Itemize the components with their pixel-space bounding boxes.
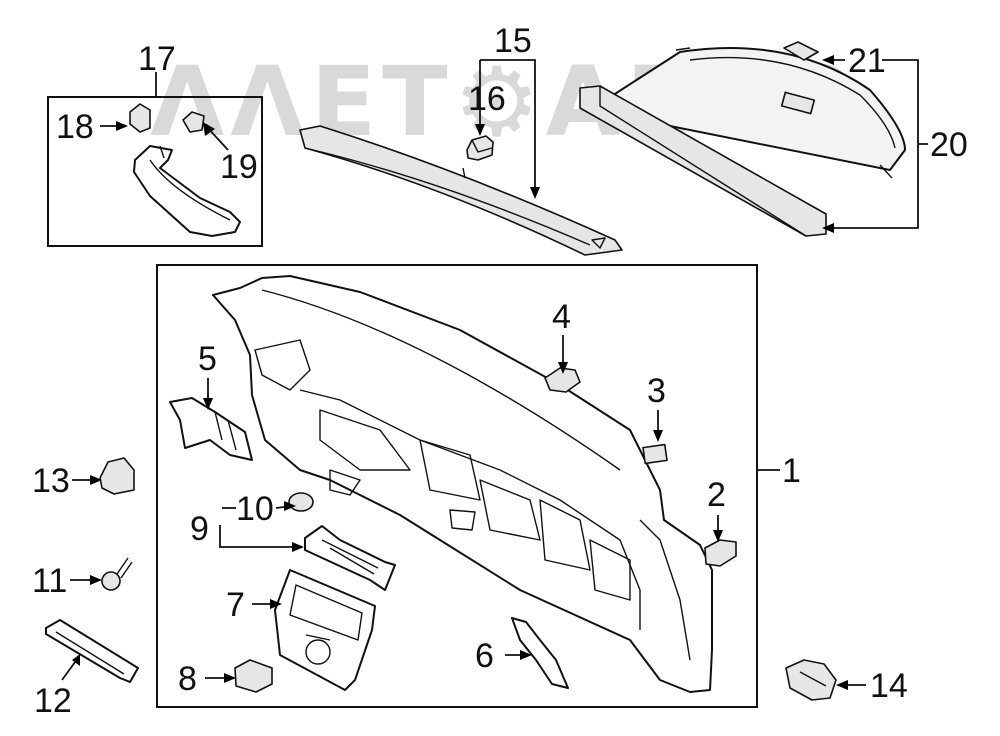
callout-14: 14 — [870, 667, 908, 705]
part-6-cover[interactable] — [511, 617, 569, 689]
callout-5: 5 — [198, 340, 217, 378]
part-5-cover[interactable] — [169, 397, 253, 461]
callout-19: 19 — [220, 148, 258, 186]
part-9-handle[interactable] — [304, 525, 396, 591]
callout-15: 15 — [494, 22, 532, 60]
callout-12: 12 — [34, 682, 72, 720]
part-1-tailgate-panel[interactable] — [212, 275, 713, 693]
callout-9: 9 — [190, 510, 209, 548]
callout-20: 20 — [930, 126, 968, 164]
part-20-cargo-cover[interactable] — [579, 47, 906, 237]
part-18-clip[interactable] — [129, 103, 151, 133]
part-2-clip[interactable] — [704, 539, 737, 567]
callout-13: 13 — [32, 462, 70, 500]
part-13-clip[interactable] — [99, 457, 135, 495]
part-3-clip[interactable] — [642, 443, 668, 465]
part-16-clip[interactable] — [466, 135, 494, 161]
callout-21: 21 — [848, 42, 886, 80]
part-17-side-trim[interactable] — [133, 145, 241, 237]
part-4-bracket[interactable] — [544, 367, 581, 393]
part-7-handle-panel[interactable] — [274, 569, 376, 691]
part-21-tag[interactable] — [783, 41, 819, 61]
callout-2: 2 — [707, 476, 726, 514]
callout-1: 1 — [782, 452, 801, 490]
part-8-clip[interactable] — [234, 659, 273, 693]
group-box-17 — [47, 96, 263, 247]
part-12-strip[interactable] — [45, 619, 139, 683]
callout-17: 17 — [138, 40, 176, 78]
part-19-clip[interactable] — [182, 111, 205, 133]
callout-7: 7 — [226, 586, 245, 624]
callout-16: 16 — [468, 80, 506, 118]
callout-labels: 1 2 3 4 5 6 7 8 9 10 11 12 13 14 15 16 1… — [32, 22, 968, 720]
callout-3: 3 — [647, 372, 666, 410]
group-box-1 — [156, 264, 758, 708]
callout-4: 4 — [552, 298, 571, 336]
callout-18: 18 — [56, 108, 94, 146]
part-10-cap[interactable] — [288, 492, 314, 512]
callout-6: 6 — [475, 637, 494, 675]
part-15-upper-trim[interactable] — [299, 125, 623, 256]
callout-8: 8 — [178, 660, 197, 698]
part-14-clip[interactable] — [785, 659, 837, 701]
callout-11: 11 — [32, 562, 67, 600]
callout-10: 10 — [236, 490, 274, 528]
leader-lines — [61, 55, 928, 690]
part-11-screw[interactable] — [101, 557, 133, 591]
